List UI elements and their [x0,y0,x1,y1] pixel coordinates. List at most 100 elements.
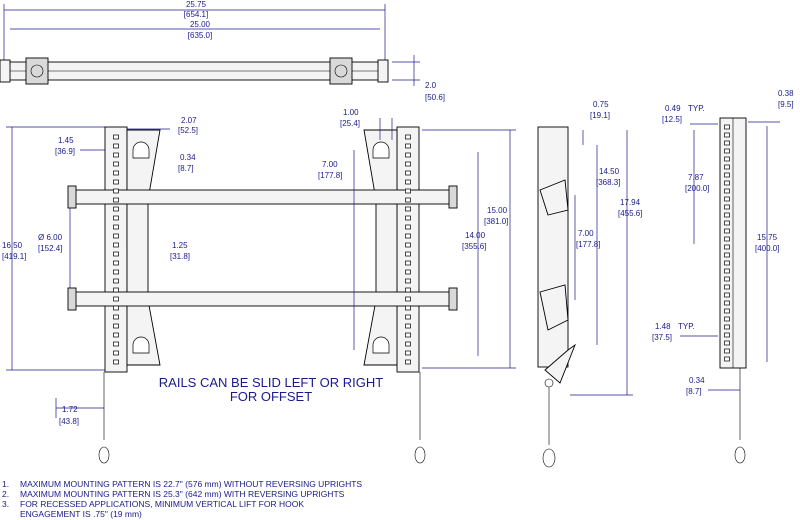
dim-hole-dia: Ø 6.00 [38,233,63,242]
dim-bottom-typ-mm: [37.5] [652,333,672,342]
upright-hole [405,251,411,257]
note-2-num: 2. [2,489,9,499]
upright-hole [405,242,411,248]
upright-hole [724,124,730,130]
upright-hole [724,284,730,290]
dim-bottom-small: 0.34 [689,376,705,385]
upright-hole [724,204,730,210]
upright-hole [405,161,411,167]
rear-view: 0.49 TYP. [12.5] 0.38 [9.5] 7.87 [200.0]… [652,89,794,464]
upright-hole [113,350,119,356]
upright-hole [113,278,119,284]
upright-hole [113,296,119,302]
side-arm-lower [539,284,569,331]
dim-hole-dia-mm: [152.4] [38,244,62,253]
upright-hole [405,359,411,365]
left-arm-plate [126,129,161,366]
upright-hole [405,350,411,356]
upright-hole [405,287,411,293]
upright-hole [724,340,730,346]
dim-upper-mm: [368.3] [596,178,620,187]
dim-span-mm: [355.6] [462,242,486,251]
upright-hole [724,132,730,138]
caption-line-2: FOR OFFSET [230,389,312,404]
upright-hole [405,179,411,185]
upright-hole [724,164,730,170]
upright-hole [724,180,730,186]
dim-bottom-typ-label: TYP. [678,322,695,331]
notes: 1. MAXIMUM MOUNTING PATTERN IS 22.7" (57… [2,479,362,519]
dim-arm-spacing-mm: [177.8] [576,240,600,249]
upright-hole [405,206,411,212]
dim-top-offset: 0.75 [593,100,609,109]
dim-upper: 14.50 [599,167,620,176]
upright-hole [113,305,119,311]
dim-overall-width: 25.75 [186,0,207,9]
upright-hole [724,316,730,322]
upright-hole [113,152,119,158]
upright-hole [405,143,411,149]
upright-hole [724,188,730,194]
dim-depth: 2.0 [425,81,437,90]
upright-hole [113,179,119,185]
dim-rail-length-mm: [635.0] [188,31,212,40]
upright-hole [113,197,119,203]
caption-line-1: RAILS CAN BE SLID LEFT OR RIGHT [159,375,383,390]
upright-hole [405,134,411,140]
dim-depth-mm: [50.6] [425,93,445,102]
upright-hole [113,332,119,338]
upright-hole [113,341,119,347]
dim-slot: 1.25 [172,241,188,250]
dim-rail-length: 25.00 [190,20,211,29]
upright-hole [405,188,411,194]
upright-hole [724,220,730,226]
note-3-cont: ENGAGEMENT IS .75" (19 mm) [20,509,142,519]
dim-overall: 17.94 [620,198,641,207]
dim-hole-pitch-typ: TYP. [688,104,705,113]
upright-hole [405,314,411,320]
upright-hole [405,152,411,158]
dim-right-top: 0.38 [778,89,794,98]
upright-hole [724,172,730,178]
upright-hole [405,197,411,203]
note-1-num: 1. [2,479,9,489]
dim-long-mm: [400.0] [755,244,779,253]
dim-hole-pitch: 0.49 [665,104,681,113]
upright-hole [113,314,119,320]
upright-hole [113,224,119,230]
dim-mid-mm: [200.0] [685,184,709,193]
upright-hole [724,236,730,242]
dim-height: 16.50 [2,241,23,250]
lower-rail [69,291,456,307]
note-3-text: FOR RECESSED APPLICATIONS, MINIMUM VERTI… [20,499,304,509]
upright-hole [405,278,411,284]
dim-arm-width: 2.07 [181,116,197,125]
dim-height-mm: [419.1] [2,252,26,261]
upright-hole [405,305,411,311]
side-arm-upper [539,179,569,216]
upright-hole [113,359,119,365]
dim-upright-height-mm: [381.0] [484,217,508,226]
upright-hole [113,323,119,329]
dim-top-hole: 1.00 [343,108,359,117]
upright-hole [724,196,730,202]
upright-hole [405,323,411,329]
dim-bottom-mm: [43.8] [59,417,79,426]
upright-hole [724,252,730,258]
top-clamp-right [329,57,353,85]
dim-upright-height: 15.00 [487,206,508,215]
upright-hole [113,251,119,257]
upright-hole [113,206,119,212]
upright-hole [113,242,119,248]
upright-hole [113,134,119,140]
upright-hole [724,308,730,314]
upright-hole [724,300,730,306]
upright-hole [405,215,411,221]
dim-arm-spacing: 7.00 [578,229,594,238]
upright-hole [724,212,730,218]
upright-hole [724,148,730,154]
dim-span: 14.00 [465,231,486,240]
upright-hole [724,156,730,162]
upright-hole [405,233,411,239]
